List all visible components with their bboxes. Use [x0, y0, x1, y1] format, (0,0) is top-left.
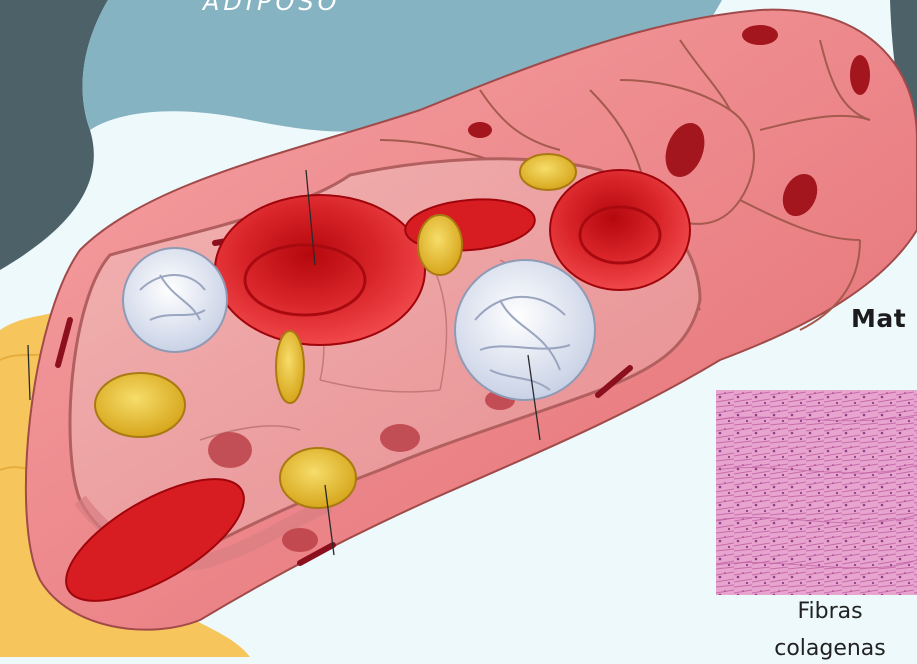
header-blob-text: ADIPOSO	[203, 0, 340, 16]
histology-caption-line1: Fibras	[760, 597, 900, 627]
histology-caption-line2: colagenas	[760, 634, 900, 664]
matrix-label: Mat	[851, 304, 906, 333]
collagen-fibers-micrograph	[716, 390, 917, 595]
histology-image	[716, 390, 917, 595]
